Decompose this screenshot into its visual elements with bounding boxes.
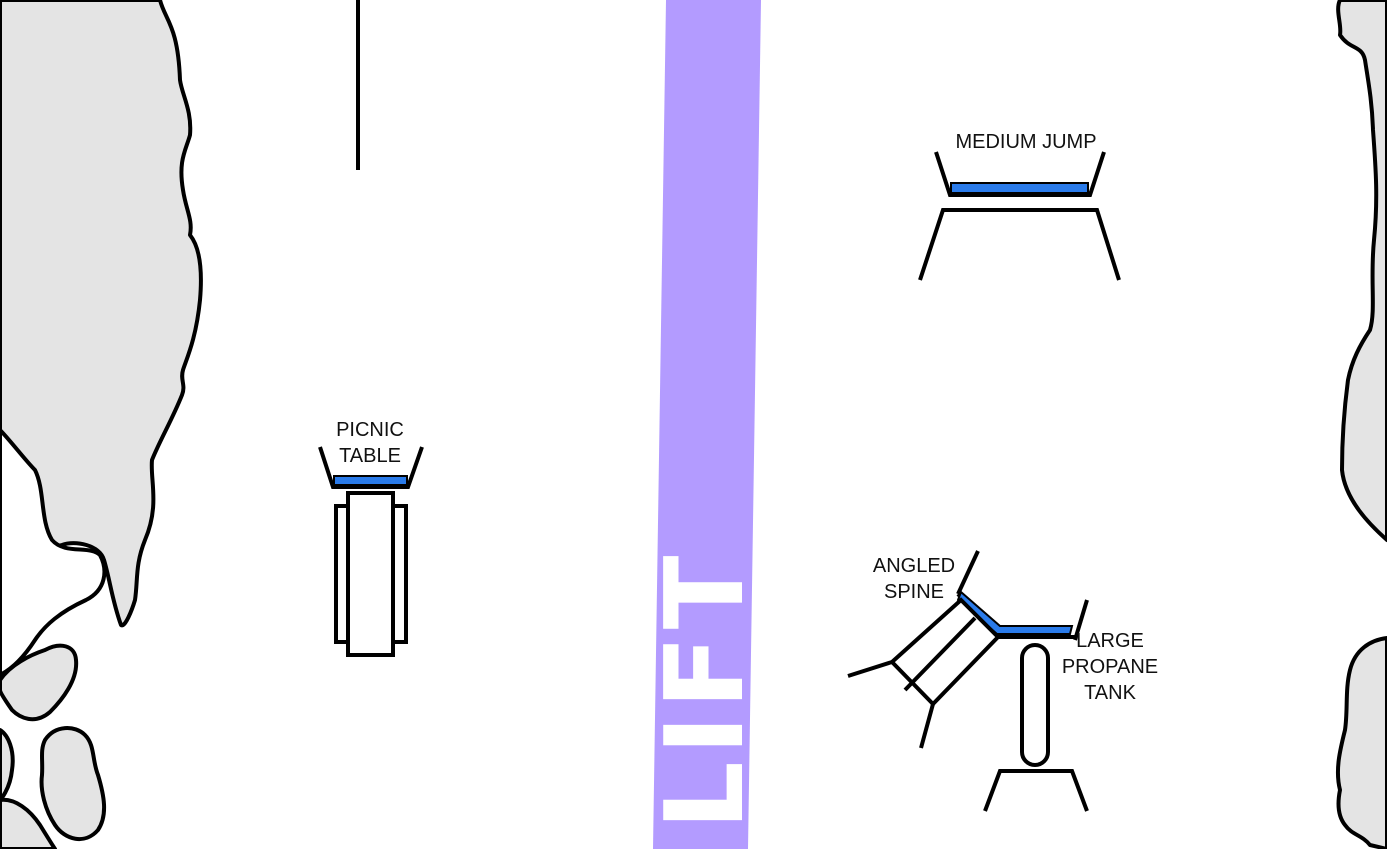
right-tree-line [1336, 0, 1387, 542]
lift-label: LIFT [643, 550, 768, 830]
picnic-table [318, 446, 424, 657]
angled-spine-label: ANGLED SPINE [872, 555, 956, 603]
medium-jump [918, 151, 1121, 281]
left-tree-island [0, 428, 107, 677]
large-propane-tank [983, 643, 1089, 812]
right-tree-blob [1335, 636, 1387, 849]
angled-spine [847, 550, 1089, 749]
picnic-table-label: PICNIC TABLE [336, 419, 404, 467]
left-tree-blob [39, 726, 106, 841]
left-tree-blob [0, 728, 15, 802]
large-propane-tank-label: LARGE PROPANE TANK [1061, 630, 1159, 704]
left-tree-blob [0, 643, 79, 722]
lift-line [653, 0, 761, 849]
medium-jump-label: MEDIUM JUMP [955, 131, 1097, 153]
